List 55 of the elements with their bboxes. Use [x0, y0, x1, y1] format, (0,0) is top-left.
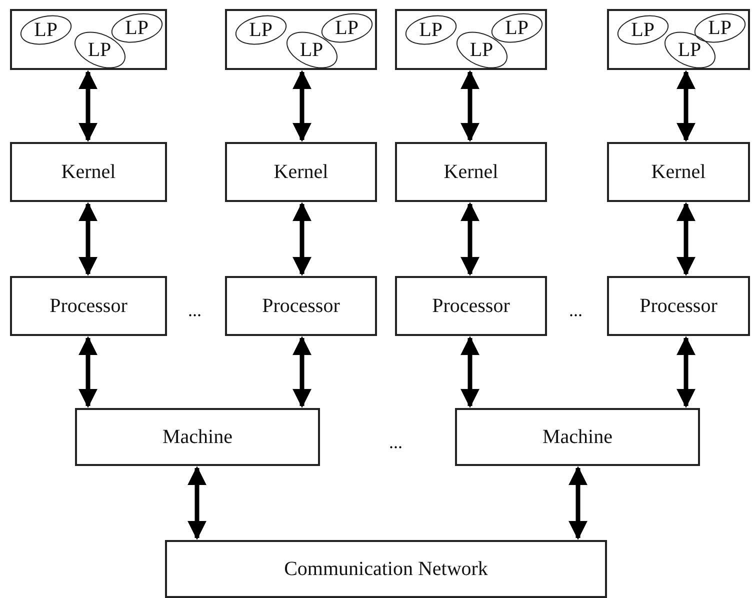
- node-label: Processor: [432, 294, 510, 318]
- double-arrow: [676, 336, 696, 408]
- double-arrow: [292, 202, 312, 276]
- process-box: [395, 142, 547, 202]
- double-arrow: [78, 202, 98, 276]
- node-label: LP: [678, 38, 702, 62]
- node-label: Kernel: [651, 160, 706, 184]
- process-box: [165, 540, 607, 598]
- node-label: Processor: [640, 294, 718, 318]
- container-box: [225, 9, 377, 70]
- double-arrow: [676, 70, 696, 142]
- node-label: Machine: [162, 426, 232, 448]
- process-box: [395, 276, 547, 336]
- process-box: [75, 408, 320, 466]
- node-label: LP: [34, 18, 58, 42]
- node-label: Communication Network: [284, 558, 488, 580]
- double-arrow: [460, 70, 480, 142]
- node-label: LP: [249, 18, 273, 42]
- node-label: LP: [125, 16, 149, 40]
- node-label: LP: [505, 16, 529, 40]
- process-box: [225, 142, 377, 202]
- process-box: [455, 408, 700, 466]
- node-label: LP: [708, 16, 732, 40]
- ellipsis: ...: [569, 300, 582, 321]
- ellipsis: ...: [188, 300, 202, 321]
- double-arrow: [568, 466, 588, 540]
- process-box: [10, 276, 167, 336]
- node-label: Kernel: [444, 160, 498, 184]
- node-label: Kernel: [274, 160, 328, 184]
- container-box: [607, 9, 750, 70]
- node-label: LP: [419, 18, 443, 42]
- container-box: [395, 9, 547, 70]
- double-arrow: [78, 336, 98, 408]
- node-label: Processor: [50, 294, 128, 318]
- node-label: LP: [335, 16, 359, 40]
- ellipsis: ...: [389, 432, 402, 453]
- node-label: LP: [631, 18, 655, 42]
- double-arrow: [460, 202, 480, 276]
- container-box: [10, 9, 167, 70]
- node-label: LP: [88, 38, 112, 62]
- double-arrow: [292, 336, 312, 408]
- node-label: Processor: [262, 294, 340, 318]
- double-arrow: [292, 70, 312, 142]
- double-arrow: [460, 336, 480, 408]
- double-arrow: [188, 466, 206, 540]
- process-box: [225, 276, 377, 336]
- node-label: LP: [300, 38, 324, 62]
- node-label: Machine: [542, 426, 612, 448]
- double-arrow: [676, 202, 696, 276]
- double-arrow: [78, 70, 98, 142]
- node-label: LP: [470, 38, 494, 62]
- process-box: [607, 276, 750, 336]
- process-box: [10, 142, 167, 202]
- process-box: [607, 142, 750, 202]
- node-label: Kernel: [61, 160, 116, 184]
